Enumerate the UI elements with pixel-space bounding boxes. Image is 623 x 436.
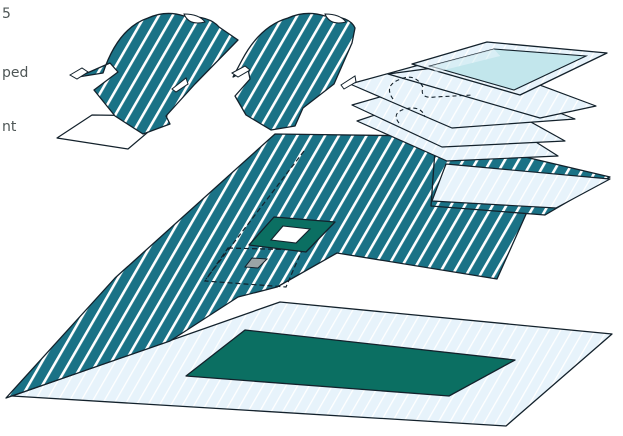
surgical-gown-icon-2 xyxy=(232,13,356,130)
